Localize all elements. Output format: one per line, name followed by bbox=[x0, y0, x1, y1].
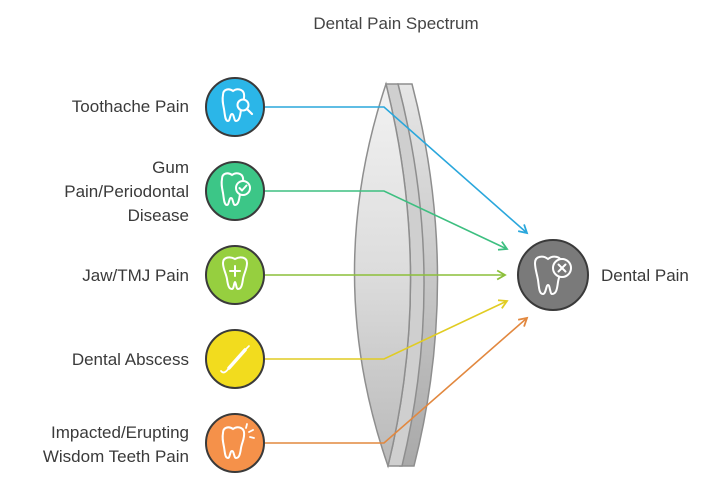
label-dental-pain: Dental Pain bbox=[601, 266, 689, 285]
label-line: Gum bbox=[152, 158, 189, 177]
tooth-plus-icon bbox=[205, 245, 265, 305]
label-text: Dental Abscess bbox=[71, 350, 189, 369]
tooth-pain-icon bbox=[205, 413, 265, 473]
label-jaw-tmj-pain: Jaw/TMJ Pain bbox=[82, 264, 189, 288]
connector-abscess bbox=[265, 299, 509, 360]
connector-gum bbox=[265, 190, 509, 251]
connector-toothache bbox=[265, 106, 529, 235]
label-line: Disease bbox=[127, 206, 189, 225]
label-wisdom-teeth-pain: Impacted/Erupting Wisdom Teeth Pain bbox=[43, 421, 189, 469]
label-text: Toothache Pain bbox=[71, 97, 189, 116]
label-line: Impacted/Erupting bbox=[51, 423, 189, 442]
label-dental-abscess: Dental Abscess bbox=[72, 348, 189, 372]
tooth-search-icon bbox=[205, 77, 265, 137]
diagram-title: Dental Pain Spectrum bbox=[313, 14, 479, 33]
label-line: Pain/Periodontal bbox=[64, 182, 189, 201]
tooth-x-icon bbox=[517, 239, 589, 311]
label-text: Jaw/TMJ Pain bbox=[82, 266, 189, 285]
dental-probe-icon bbox=[205, 329, 265, 389]
label-toothache-pain: Toothache Pain bbox=[72, 95, 189, 119]
label-line: Wisdom Teeth Pain bbox=[42, 447, 189, 466]
tooth-check-icon bbox=[205, 161, 265, 221]
label-gum-pain: Gum Pain/Periodontal Disease bbox=[64, 156, 189, 228]
connector-wisdom bbox=[265, 316, 529, 444]
